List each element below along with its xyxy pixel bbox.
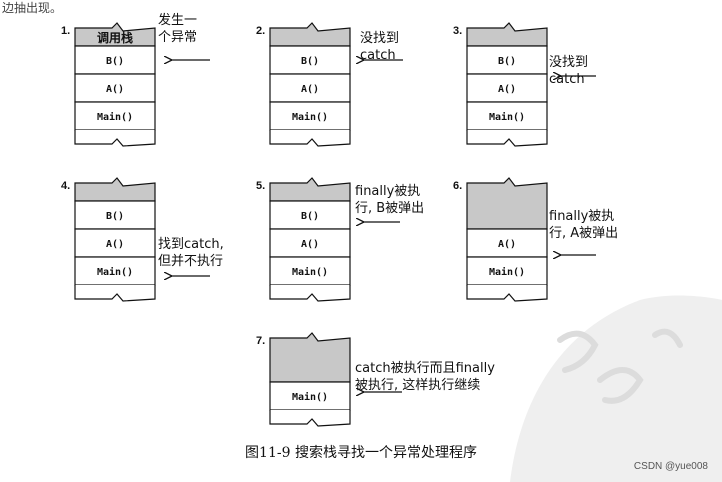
annotation-text: catch — [549, 72, 585, 87]
stack-frame-label: Main() — [292, 111, 328, 123]
stack-bottom-break — [74, 130, 156, 147]
stack-frame-label: A() — [106, 84, 124, 95]
stack-frame-cell — [466, 45, 548, 75]
stack-top-shaded — [466, 22, 548, 47]
stack-bottom-break — [269, 130, 351, 147]
annotation-text: 没找到 — [360, 31, 399, 46]
stack-frame-cell — [466, 256, 548, 286]
stack-frame-cell — [74, 228, 156, 258]
stack-frame-cell — [269, 101, 351, 131]
stack-frame-cell — [269, 256, 351, 286]
stack-frame-label: B() — [106, 211, 124, 222]
annotation-text: finally被执 — [355, 184, 420, 199]
stack-frame-label: B() — [106, 56, 124, 67]
panel-number: 7. — [256, 335, 265, 347]
annotation-text: 找到catch, — [158, 237, 224, 252]
stack-top-shaded — [74, 177, 156, 202]
stack-panel-4: 4. B() A() Main() 找到catch, 但并不执行 — [61, 177, 224, 302]
stack-frame-label: Main() — [292, 391, 328, 403]
stack-bottom-break — [466, 285, 548, 302]
stack-top-shaded — [269, 177, 351, 202]
annotation-text: 没找到 — [549, 55, 588, 70]
annotation-text: 行, A被弹出 — [549, 226, 618, 241]
background-seal-blob — [510, 295, 722, 482]
annotation-text: 但并不执行 — [158, 254, 223, 269]
annotation-text: finally被执 — [549, 209, 614, 224]
stack-frame-label: B() — [301, 211, 319, 222]
stack-frame-label: A() — [498, 84, 516, 95]
stack-frame-cell — [466, 73, 548, 103]
annotation-text: 行, B被弹出 — [355, 201, 424, 216]
stack-frame-label: B() — [498, 56, 516, 67]
stack-bottom-break — [466, 130, 548, 147]
stack-top-shaded — [269, 332, 351, 383]
annotation-text: 个异常 — [158, 30, 197, 45]
stack-top-shaded — [466, 177, 548, 230]
stack-frame-cell — [269, 45, 351, 75]
panel-number: 3. — [453, 25, 462, 37]
stack-bottom-break — [269, 410, 351, 427]
stack-frame-cell — [74, 200, 156, 230]
stack-bottom-break — [269, 285, 351, 302]
stack-frame-label: A() — [301, 239, 319, 250]
stack-top-shaded — [269, 22, 351, 47]
stack-frame-label: B() — [301, 56, 319, 67]
stack-frame-label: A() — [498, 239, 516, 250]
stack-frame-cell — [269, 228, 351, 258]
annotation-text: 发生一 — [158, 12, 197, 28]
stack-frame-label: Main() — [489, 266, 525, 278]
stack-frame-label: A() — [301, 84, 319, 95]
stack-frame-cell — [466, 228, 548, 258]
stack-panel-3: 3. B() A() Main() 没找到 catch — [453, 22, 596, 147]
panel-number: 6. — [453, 180, 462, 192]
watermark-text: CSDN @yue008 — [634, 461, 709, 472]
panel-number: 5. — [256, 180, 265, 192]
top-fragment-text: 边抽出现。 — [2, 1, 62, 15]
call-stack-header-label: 调用栈 — [97, 30, 133, 45]
stack-bottom-break — [74, 285, 156, 302]
stack-frame-label: Main() — [292, 266, 328, 278]
panel-number: 2. — [256, 25, 265, 37]
stack-panel-2: 2. B() A() Main() 没找到 catch — [256, 22, 403, 147]
stack-frame-cell — [466, 101, 548, 131]
annotation-text: catch被执行而且finally — [355, 361, 495, 376]
panel-number: 1. — [61, 25, 70, 37]
stack-frame-label: A() — [106, 239, 124, 250]
background-seal-mark — [557, 328, 683, 404]
stack-frame-cell — [269, 73, 351, 103]
stack-frame-label: Main() — [97, 111, 133, 123]
annotation-text: catch — [360, 48, 396, 63]
figure-caption: 图11-9 搜索栈寻找一个异常处理程序 — [245, 444, 477, 461]
stack-frame-label: Main() — [489, 111, 525, 123]
stack-frame-cell — [74, 45, 156, 75]
annotation-text: 被执行, 这样执行继续 — [355, 377, 480, 393]
stack-frame-cell — [269, 381, 351, 411]
stack-frame-cell — [269, 200, 351, 230]
panel-number: 4. — [61, 180, 70, 192]
stack-frame-label: Main() — [97, 266, 133, 278]
